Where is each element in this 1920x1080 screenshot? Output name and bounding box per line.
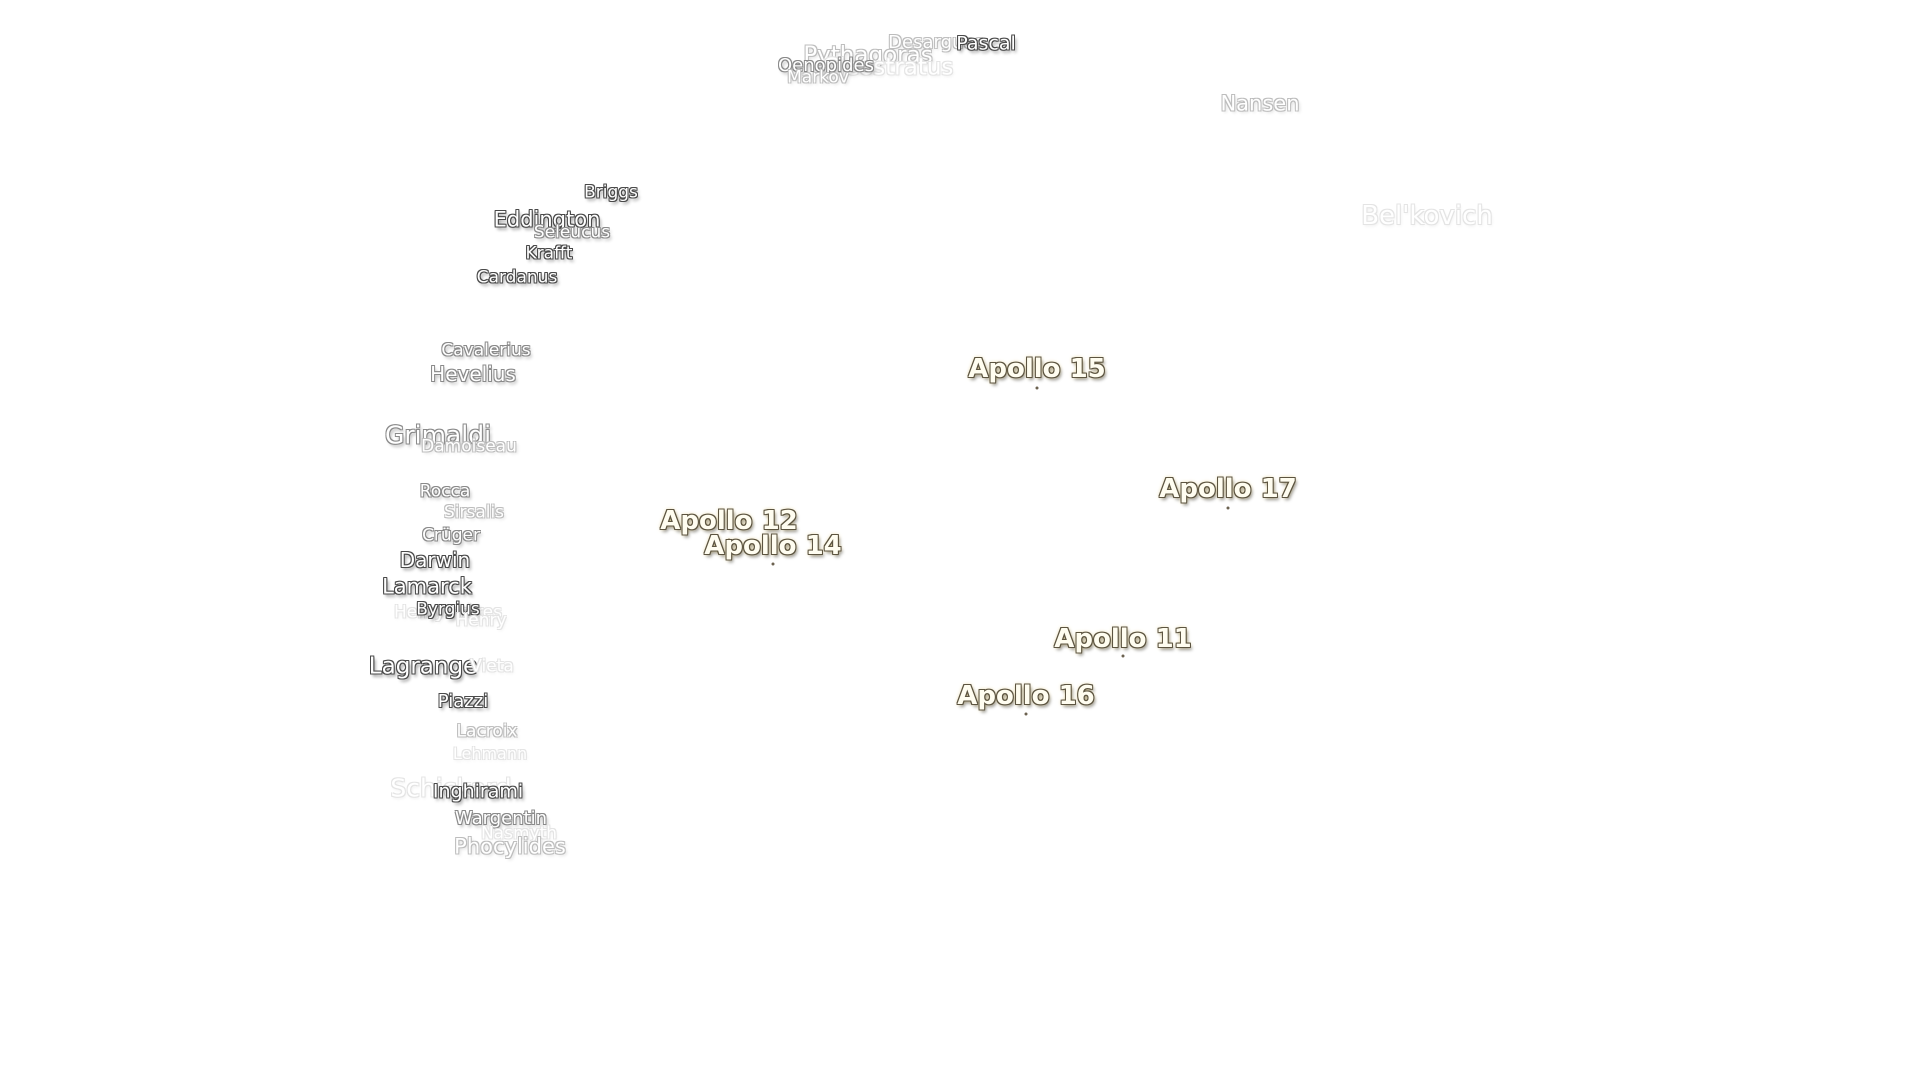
crater-label-henry: Henry	[455, 610, 507, 631]
crater-label-rocca: Rocca	[419, 481, 471, 502]
crater-label-inghirami: Inghirami	[432, 780, 524, 803]
landing-site-label-apollo-12: Apollo 12	[660, 506, 798, 536]
crater-label-briggs: Briggs	[584, 182, 638, 203]
landing-site-label-apollo-17: Apollo 17	[1159, 474, 1297, 504]
landing-site-marker-apollo-12	[727, 538, 731, 542]
crater-label-byrgius: Byrgius	[416, 599, 480, 620]
crater-label-eddington: Eddington	[493, 207, 601, 232]
crater-label-wargentin: Wargentin	[454, 808, 548, 829]
landing-site-marker-apollo-14	[771, 562, 775, 566]
crater-label-lehmann: Lehmann	[452, 744, 528, 763]
crater-label-pascal: Pascal	[956, 32, 1016, 55]
crater-label-grimaldi: Grimaldi	[384, 420, 492, 450]
landing-site-marker-apollo-15	[1035, 386, 1039, 390]
crater-label-cardanus: Cardanus	[476, 267, 558, 288]
crater-label-vieta: Vieta	[470, 656, 514, 677]
landing-site-marker-apollo-11	[1121, 654, 1125, 658]
crater-label-schickard: Schickard	[390, 773, 512, 803]
landing-site-label-apollo-15: Apollo 15	[968, 354, 1106, 384]
crater-label-seleucus: Seleucus	[533, 222, 611, 243]
crater-label-markov: Markov	[787, 67, 849, 88]
crater-label-piazzi: Piazzi	[437, 691, 489, 712]
crater-label-oenopides: Oenopides	[778, 55, 874, 76]
crater-label-darwin: Darwin	[399, 548, 471, 572]
crater-label-sirsalis: Sirsalis	[443, 502, 505, 523]
crater-label-bel-kovich: Bel'kovich	[1361, 201, 1493, 231]
landing-site-marker-apollo-17	[1226, 506, 1230, 510]
landing-site-label-apollo-14: Apollo 14	[704, 531, 842, 561]
crater-label-pythagoras: Pythagoras	[803, 42, 933, 69]
landing-site-marker-apollo-16	[1024, 712, 1028, 716]
landing-site-label-apollo-16: Apollo 16	[957, 681, 1095, 711]
crater-label-damoiseau: Damoiseau	[421, 436, 517, 457]
landing-site-label-apollo-11: Apollo 11	[1054, 624, 1192, 654]
crater-label-phocylides: Phocylides	[454, 834, 566, 859]
crater-label-cruger: Crüger	[422, 525, 480, 546]
crater-label-lamarck: Lamarck	[382, 574, 472, 599]
crater-label-hevelius: Hevelius	[430, 362, 516, 386]
crater-label-desargues: Desargues	[888, 32, 984, 53]
crater-label-nansen: Nansen	[1220, 91, 1300, 116]
crater-label-nasmyth: Nasmyth	[480, 823, 558, 844]
crater-label-cavalerius: Cavalerius	[441, 340, 531, 361]
crater-label-lagrange: Lagrange	[368, 653, 478, 680]
crater-label-krafft: Krafft	[525, 243, 573, 264]
crater-label-lacroix: Lacroix	[456, 721, 518, 742]
crater-label-henry-freres: Henry Frères	[393, 602, 503, 623]
crater-label-cleostratus: Cleostratus	[822, 54, 954, 81]
